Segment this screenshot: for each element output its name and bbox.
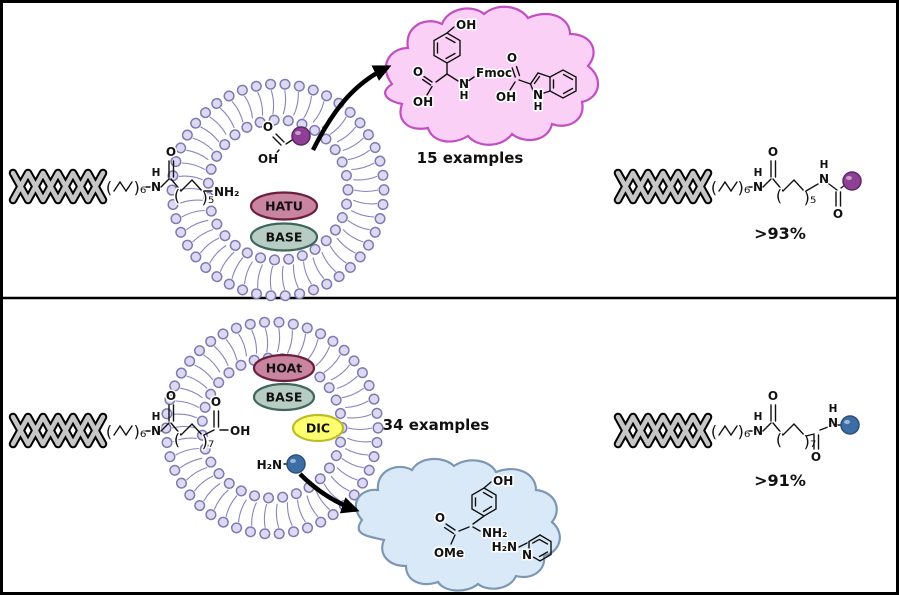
- p-amide2-n: N: [819, 172, 829, 186]
- micelle-top-tails: [177, 90, 379, 290]
- fmoc-tyrosine-structure: OH N H Fmoc O OH: [411, 17, 513, 111]
- micelle-top: [166, 78, 390, 302]
- p-chain6-close: )₆: [738, 178, 751, 197]
- p-amide1-h: H: [754, 167, 763, 179]
- dic-label: DIC: [306, 421, 330, 436]
- amine-building-block: H₂N: [255, 454, 306, 474]
- amide-h: H: [152, 167, 161, 179]
- bp-amide1-n: N: [753, 424, 763, 438]
- acid-carbonyl-o: O: [263, 120, 273, 134]
- p-carbonyl2-o: O: [833, 207, 843, 221]
- carbonyl-o: O: [166, 145, 176, 159]
- p-amide1-n: N: [753, 180, 763, 194]
- fmoc-label: Fmoc: [476, 66, 512, 80]
- tyr-acid-oh: OH: [413, 95, 433, 109]
- hatu-label: HATU: [265, 199, 303, 214]
- dna-substrate-bottom: ( )₆ H N O ( )₇ O OH: [13, 388, 252, 453]
- p-chain5-close: )₅: [804, 188, 817, 207]
- examples-cloud-pink: OH N H Fmoc O OH N H: [384, 5, 599, 146]
- b-chain7-open: (: [174, 430, 180, 449]
- h2n-label: H₂N: [257, 458, 282, 472]
- hoat-badge: HOAt: [252, 353, 316, 383]
- bp-amide2-n: N: [828, 416, 838, 430]
- purple-sphere-reagent: [291, 126, 311, 146]
- indole-h: H: [534, 101, 543, 113]
- base-badge-bottom: BASE: [252, 382, 316, 412]
- acid-hydroxyl-oh: OH: [258, 152, 278, 166]
- terminal-amine: NH₂: [214, 185, 239, 199]
- reaction-arrow-top: [310, 64, 392, 152]
- bp-chain6-open: (: [711, 422, 717, 441]
- bp-chain7-open: (: [776, 430, 782, 449]
- amide-n: N: [151, 180, 161, 194]
- blue-sphere-reagent: [286, 454, 306, 474]
- base-badge-top: BASE: [249, 222, 319, 252]
- p-chain5-open: (: [776, 186, 782, 205]
- b-chain6-open: (: [106, 422, 112, 441]
- pyridine-n: N: [522, 548, 532, 562]
- bp-carbonyl2-o: O: [811, 450, 821, 464]
- examples-cloud-blue: OH NH₂ O OMe N H₂N: [354, 457, 561, 592]
- dna-product-top: ( )₆ H N O ( )₅ H N O: [618, 144, 862, 223]
- tyrosine-ester-structure: OH NH₂ O OMe: [432, 473, 514, 562]
- indole-n: N: [533, 88, 543, 102]
- b-carbonyl2-o: O: [211, 395, 221, 409]
- bp-chain6-close: )₆: [738, 422, 751, 441]
- acid-building-block: O OH: [256, 119, 311, 168]
- micelle-bottom-tails: [171, 328, 373, 528]
- pyridine-amine: H₂N: [492, 540, 517, 554]
- examples-count-bottom: 34 examples: [383, 416, 490, 434]
- sphere-highlight: [846, 176, 852, 180]
- hoat-label: HOAt: [266, 361, 302, 376]
- tyr2-carbonyl-o: O: [435, 511, 445, 525]
- blue-cloud-shape: [354, 457, 561, 592]
- chain5-open: (: [174, 186, 180, 205]
- reaction-arrow-bottom: [298, 472, 360, 514]
- dna-product-bottom: ( )₆ H N O ( )₇ O H N: [618, 388, 860, 466]
- base-label-top: BASE: [266, 230, 303, 245]
- b-amide-h: H: [152, 411, 161, 423]
- b-carbonyl1-o: O: [166, 389, 176, 403]
- blue-sphere-product: [840, 415, 860, 435]
- chain6-open: (: [106, 178, 112, 197]
- b-chain7-close: )₇: [202, 432, 215, 451]
- base-label-bottom: BASE: [266, 390, 303, 405]
- indole-acid-oh: OH: [496, 90, 516, 104]
- pink-cloud-shape: [384, 5, 599, 146]
- bp-carbonyl1-o: O: [768, 389, 778, 403]
- sphere-highlight: [844, 420, 850, 424]
- bp-amide2-h: H: [829, 403, 838, 415]
- b-acid-oh: OH: [230, 424, 250, 438]
- dna-substrate-top: ( )₆ H N O ( )₅ NH₂: [13, 144, 241, 209]
- indole-carbonyl-o: O: [507, 51, 517, 65]
- tyr-phenol-oh: OH: [456, 18, 476, 32]
- sphere-highlight: [290, 459, 296, 463]
- tyr2-phenol-oh: OH: [493, 474, 513, 488]
- b-chain6-close: )₆: [134, 422, 147, 441]
- purple-sphere-product: [842, 171, 862, 191]
- sphere-highlight: [295, 131, 301, 135]
- tyr-h: H: [460, 90, 469, 102]
- b-amide-n: N: [151, 424, 161, 438]
- tyr-carbonyl-o: O: [413, 65, 423, 79]
- hatu-badge: HATU: [249, 191, 319, 221]
- p-chain6-open: (: [711, 178, 717, 197]
- yield-bottom: >91%: [754, 471, 806, 490]
- p-carbonyl1-o: O: [768, 145, 778, 159]
- tyr2-ester-ome: OMe: [434, 546, 464, 560]
- chain5-close: )₅: [202, 188, 215, 207]
- tyr-n: N: [459, 77, 469, 91]
- bp-amide1-h: H: [754, 411, 763, 423]
- indole-acid-structure: N H O OH: [494, 50, 577, 115]
- dic-badge: DIC: [291, 413, 345, 443]
- aminopyridine-structure: N H₂N: [490, 534, 552, 564]
- tyr2-amine: NH₂: [482, 526, 507, 540]
- examples-count-top: 15 examples: [417, 149, 524, 167]
- yield-top: >93%: [754, 224, 806, 243]
- p-amide2-h: H: [820, 159, 829, 171]
- chain6-close: )₆: [134, 178, 147, 197]
